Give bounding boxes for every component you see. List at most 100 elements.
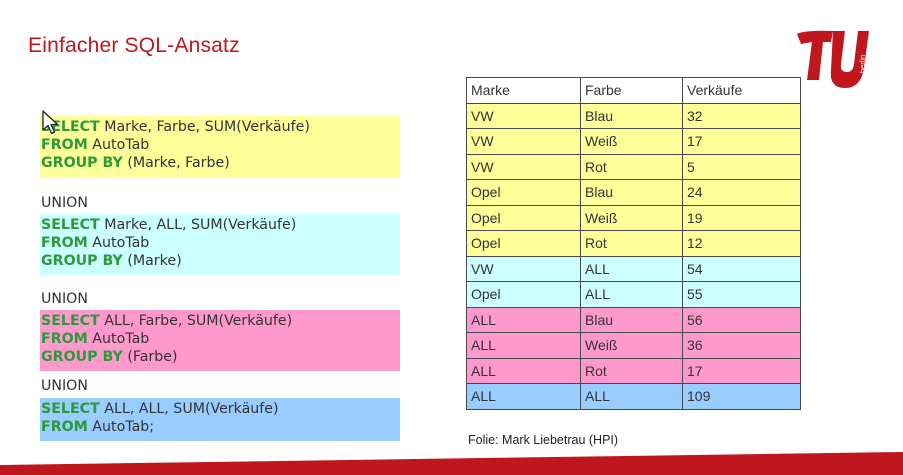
slide-title: Einfacher SQL-Ansatz bbox=[28, 34, 240, 57]
sql-from-line: FROM AutoTab bbox=[40, 136, 400, 154]
table-cell: VW bbox=[466, 102, 581, 129]
sql-group-line: GROUP BY (Marke) bbox=[40, 252, 400, 270]
sql-text: ALL, Farbe, SUM(Verkäufe) bbox=[99, 313, 293, 329]
sql-keyword: GROUP BY bbox=[41, 253, 123, 269]
sql-keyword: SELECT bbox=[41, 401, 100, 417]
sql-keyword: FROM bbox=[41, 331, 88, 347]
table-cell: Rot bbox=[580, 357, 683, 384]
table-cell: Blau bbox=[580, 306, 683, 333]
table-cell: VW bbox=[466, 128, 581, 155]
table-cell: Opel bbox=[466, 281, 581, 308]
table-row: Opel Rot 12 bbox=[466, 230, 801, 257]
sql-text: AutoTab bbox=[87, 235, 150, 251]
table-cell: 12 bbox=[682, 230, 801, 257]
table-cell: 19 bbox=[682, 204, 801, 231]
tu-berlin-logo: berlin bbox=[797, 30, 869, 88]
table-row: Opel Blau 24 bbox=[466, 179, 801, 206]
table-row: Opel Weiß 19 bbox=[466, 204, 801, 231]
table-cell: ALL bbox=[580, 255, 683, 282]
tu-letter-u bbox=[830, 31, 869, 88]
table-row: VW Blau 32 bbox=[466, 102, 801, 129]
sql-select-line: SELECT Marke, Farbe, SUM(Verkäufe) bbox=[40, 118, 400, 136]
sql-keyword: FROM bbox=[41, 137, 88, 153]
table-cell: ALL bbox=[466, 383, 581, 410]
sql-from-line: FROM AutoTab; bbox=[40, 418, 400, 436]
sql-text: AutoTab bbox=[87, 137, 150, 153]
table-cell: 56 bbox=[682, 306, 801, 333]
sql-select-line: SELECT Marke, ALL, SUM(Verkäufe) bbox=[40, 216, 400, 234]
slide-credit: Folie: Mark Liebetrau (HPI) bbox=[468, 433, 619, 447]
sql-block-group-marke: SELECT Marke, ALL, SUM(Verkäufe) FROM Au… bbox=[40, 214, 400, 275]
sql-keyword: GROUP BY bbox=[41, 155, 123, 171]
table-cell: VW bbox=[466, 255, 581, 282]
table-cell: ALL bbox=[580, 281, 683, 308]
table-row: VW Rot 5 bbox=[466, 153, 801, 180]
sql-union-keyword: UNION bbox=[41, 291, 88, 307]
column-header-farbe: Farbe bbox=[580, 77, 683, 104]
table-cell: Rot bbox=[580, 230, 683, 257]
table-cell: 55 bbox=[682, 281, 801, 308]
logo-text: berlin bbox=[858, 55, 867, 73]
column-header-marke: Marke bbox=[466, 77, 581, 104]
table-header-row: Marke Farbe Verkäufe bbox=[466, 77, 801, 104]
table-cell: 17 bbox=[682, 128, 801, 155]
table-cell: Weiß bbox=[580, 332, 683, 359]
footer-wedge bbox=[0, 452, 903, 475]
table-cell: 32 bbox=[682, 102, 801, 129]
sql-from-line: FROM AutoTab bbox=[40, 234, 400, 252]
table-cell: 24 bbox=[682, 179, 801, 206]
footer-band bbox=[0, 452, 903, 475]
sql-keyword: FROM bbox=[41, 235, 88, 251]
table-cell: Rot bbox=[580, 153, 683, 180]
table-cell: 54 bbox=[682, 255, 801, 282]
sql-keyword: GROUP BY bbox=[41, 349, 123, 365]
sql-block-group-farbe: SELECT ALL, Farbe, SUM(Verkäufe) FROM Au… bbox=[40, 310, 400, 371]
table-row: VW Weiß 17 bbox=[466, 128, 801, 155]
sql-select-line: SELECT ALL, Farbe, SUM(Verkäufe) bbox=[40, 312, 400, 330]
sql-text: Marke, Farbe, SUM(Verkäufe) bbox=[99, 119, 310, 135]
result-table: Marke Farbe Verkäufe VW Blau 32 VW Weiß … bbox=[466, 77, 801, 410]
sql-text: AutoTab bbox=[87, 331, 150, 347]
sql-text: (Marke, Farbe) bbox=[122, 155, 230, 171]
table-row: ALL ALL 109 bbox=[466, 383, 801, 410]
sql-text: AutoTab; bbox=[87, 419, 155, 435]
table-cell: Opel bbox=[466, 230, 581, 257]
table-row: ALL Weiß 36 bbox=[466, 332, 801, 359]
sql-text: Marke, ALL, SUM(Verkäufe) bbox=[99, 217, 297, 233]
mouse-cursor-icon bbox=[42, 110, 59, 135]
table-cell: 17 bbox=[682, 357, 801, 384]
sql-union-keyword: UNION bbox=[41, 378, 88, 394]
table-cell: 5 bbox=[682, 153, 801, 180]
sql-group-line: GROUP BY (Farbe) bbox=[40, 348, 400, 366]
table-cell: Weiß bbox=[580, 204, 683, 231]
sql-select-line: SELECT ALL, ALL, SUM(Verkäufe) bbox=[40, 400, 400, 418]
table-cell: Blau bbox=[580, 102, 683, 129]
sql-from-line: FROM AutoTab bbox=[40, 330, 400, 348]
sql-block-total: SELECT ALL, ALL, SUM(Verkäufe) FROM Auto… bbox=[40, 398, 400, 441]
sql-keyword: SELECT bbox=[41, 217, 100, 233]
column-header-verkaeufe: Verkäufe bbox=[682, 77, 801, 104]
table-row: VW ALL 54 bbox=[466, 255, 801, 282]
table-cell: ALL bbox=[466, 306, 581, 333]
sql-text: (Farbe) bbox=[122, 349, 178, 365]
table-cell: Opel bbox=[466, 179, 581, 206]
sql-keyword: SELECT bbox=[41, 313, 100, 329]
table-cell: 36 bbox=[682, 332, 801, 359]
sql-block-group-marke-farbe: SELECT Marke, Farbe, SUM(Verkäufe) FROM … bbox=[40, 116, 400, 177]
table-cell: ALL bbox=[580, 383, 683, 410]
table-row: ALL Rot 17 bbox=[466, 357, 801, 384]
table-cell: Blau bbox=[580, 179, 683, 206]
table-cell: ALL bbox=[466, 357, 581, 384]
table-cell: ALL bbox=[466, 332, 581, 359]
table-cell: Weiß bbox=[580, 128, 683, 155]
sql-union-keyword: UNION bbox=[41, 195, 88, 211]
sql-text: (Marke) bbox=[122, 253, 182, 269]
table-cell: Opel bbox=[466, 204, 581, 231]
sql-text: ALL, ALL, SUM(Verkäufe) bbox=[99, 401, 279, 417]
table-row: ALL Blau 56 bbox=[466, 306, 801, 333]
sql-group-line: GROUP BY (Marke, Farbe) bbox=[40, 154, 400, 172]
table-row: Opel ALL 55 bbox=[466, 281, 801, 308]
tu-letter-t bbox=[797, 30, 833, 80]
table-cell: VW bbox=[466, 153, 581, 180]
table-cell: 109 bbox=[682, 383, 801, 410]
